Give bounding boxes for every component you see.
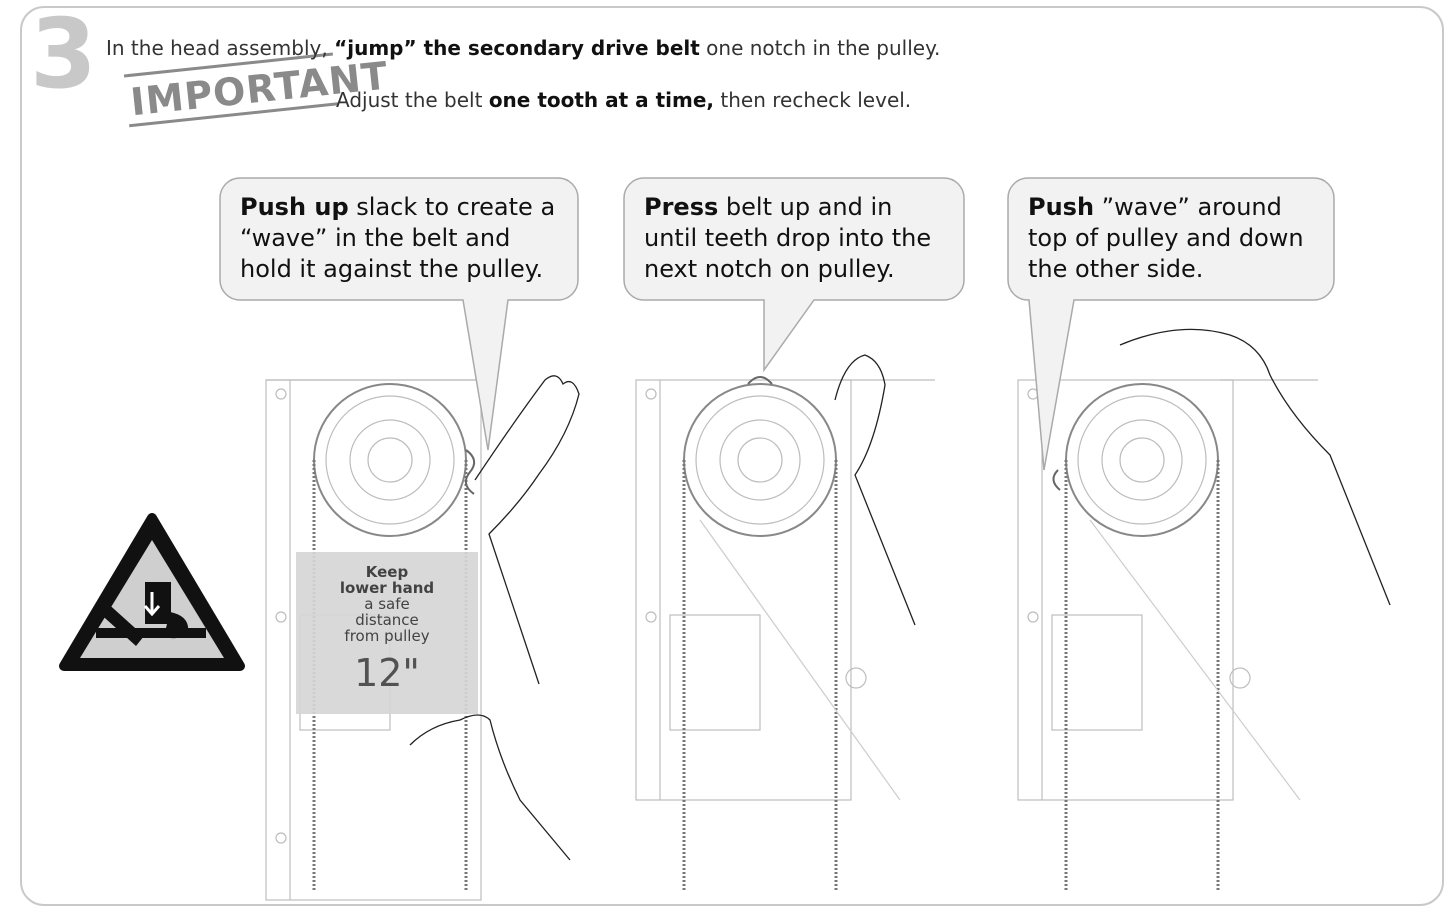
label-from-pulley: from pulley: [296, 628, 478, 644]
label-distance-value: 12": [296, 650, 478, 696]
important-note: Adjust the belt one tooth at a time, the…: [336, 88, 911, 112]
panel-3-assembly: [1018, 380, 1318, 890]
panel-2-assembly: [636, 377, 935, 890]
instruction-text: In the head assembly, “jump” the seconda…: [106, 36, 940, 60]
pinch-point-warning-icon: [64, 518, 240, 666]
step-number: 3: [30, 6, 97, 102]
callout-bubble-3: Push ”wave” around top of pulley and dow…: [1010, 180, 1334, 297]
label-keep: Keep: [296, 564, 478, 580]
label-lower-hand: lower hand: [296, 580, 478, 596]
callout-bubble-1: Push up slack to create a “wave” in the …: [222, 180, 578, 297]
safe-distance-label: Keep lower hand a safe distance from pul…: [296, 552, 478, 714]
label-distance: distance: [296, 612, 478, 628]
hands: [410, 329, 1390, 860]
label-a-safe: a safe: [296, 596, 478, 612]
callout-bubble-2: Press belt up and in until teeth drop in…: [626, 180, 964, 297]
